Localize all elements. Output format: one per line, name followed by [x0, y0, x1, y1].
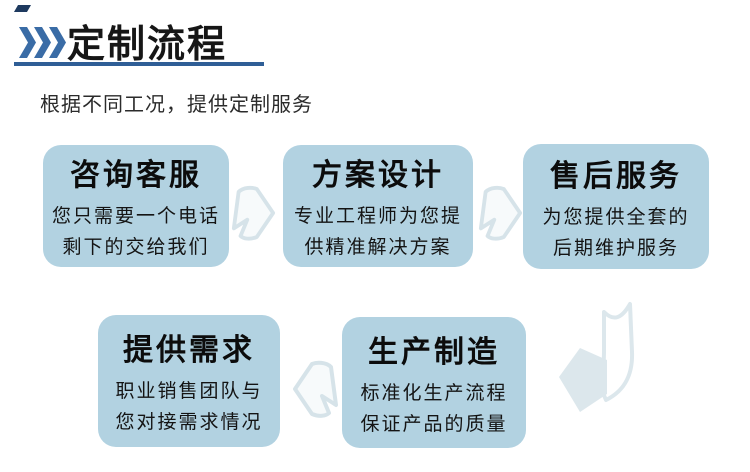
step-desc-line: 保证产品的质量	[360, 412, 508, 435]
step-desc-line: 剩下的交给我们	[62, 236, 210, 258]
step-title: 方案设计	[312, 159, 444, 192]
step-box-consult-service: 咨询客服 您只需要一个电话 剩下的交给我们	[43, 145, 229, 267]
step-desc-line: 供精准解决方案	[304, 236, 452, 258]
page-title: 定制流程	[67, 24, 228, 66]
step-title: 提供需求	[123, 334, 255, 367]
accent-slash-decor	[13, 5, 32, 12]
step-desc-line: 为您提供全套的	[542, 205, 690, 228]
ribbon-arrow-down-left-icon	[559, 302, 635, 412]
page-subtitle: 根据不同工况，提供定制服务	[40, 94, 313, 116]
step-box-after-sales: 售后服务 为您提供全套的 后期维护服务	[523, 144, 709, 269]
step-desc-line: 标准化生产流程	[360, 381, 508, 404]
step-desc-line: 后期维护服务	[552, 236, 679, 259]
step-desc-line: 专业工程师为您提	[293, 205, 462, 227]
step-title: 售后服务	[550, 159, 682, 193]
step-title: 咨询客服	[70, 159, 202, 192]
step-box-provide-requirements: 提供需求 职业销售团队与 您对接需求情况	[98, 315, 280, 447]
step-desc-line: 您只需要一个电话	[51, 205, 220, 227]
step-box-manufacturing: 生产制造 标准化生产流程 保证产品的质量	[342, 317, 526, 448]
triple-chevron-right-icon	[19, 27, 66, 58]
step-title: 生产制造	[368, 335, 500, 369]
step-desc-line: 职业销售团队与	[115, 380, 263, 402]
step-box-solution-design: 方案设计 专业工程师为您提 供精准解决方案	[283, 145, 473, 267]
block-arrow-left-icon	[293, 360, 338, 418]
block-arrow-right-icon	[478, 185, 523, 241]
title-underline	[14, 62, 264, 66]
block-arrow-right-icon	[231, 185, 276, 241]
step-desc-line: 您对接需求情况	[115, 411, 263, 433]
